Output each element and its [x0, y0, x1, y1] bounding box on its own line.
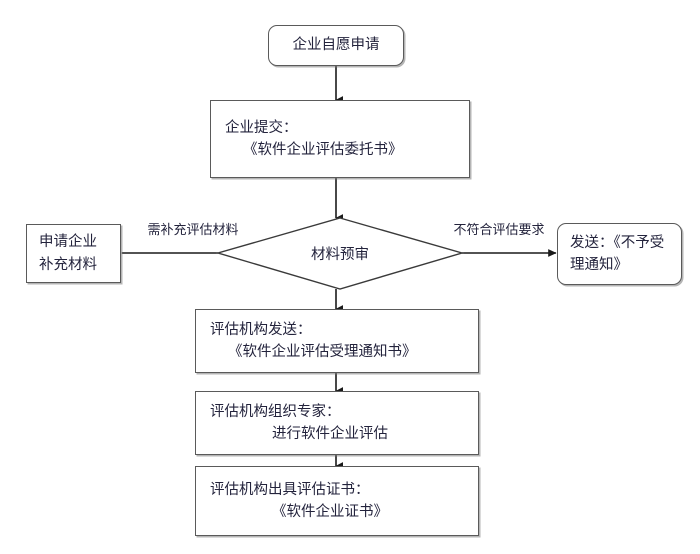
node-expert-review-line-2: 进行软件企业评估 — [272, 426, 388, 442]
node-submit[interactable]: 企业提交： 《软件企业评估委托书》 — [210, 100, 470, 178]
node-review-line-1: 材料预审 — [311, 246, 369, 263]
node-accept-notice-line-1: 评估机构发送： — [210, 321, 312, 338]
edge-label-left-branch-text: 需补充评估材料 — [147, 223, 239, 238]
node-supplement-line-1: 申请企业 — [39, 234, 97, 251]
node-reject-line-1: 发送：《不予受 — [570, 234, 665, 251]
node-accept-notice-line-2: 《软件企业评估受理通知书》 — [228, 344, 417, 360]
edge-label-right-branch-text: 不符合评估要求 — [453, 223, 545, 238]
node-supplement[interactable]: 申请企业 补充材料 — [26, 224, 121, 283]
node-start-line-1: 企业自愿申请 — [292, 37, 380, 54]
node-submit-line-1: 企业提交： — [225, 119, 298, 136]
node-certificate-line-1: 评估机构出具评估证书： — [210, 481, 370, 498]
node-certificate[interactable]: 评估机构出具评估证书： 《软件企业证书》 — [195, 466, 479, 536]
edge-label-right-branch: 不符合评估要求 — [437, 211, 545, 250]
node-certificate-line-2: 《软件企业证书》 — [272, 504, 388, 520]
node-reject[interactable]: 发送：《不予受 理通知》 — [557, 223, 682, 285]
node-review-label[interactable]: 材料预审 — [290, 238, 390, 268]
node-accept-notice[interactable]: 评估机构发送： 《软件企业评估受理通知书》 — [195, 309, 479, 373]
node-start[interactable]: 企业自愿申请 — [268, 25, 404, 66]
node-supplement-line-2: 补充材料 — [39, 256, 97, 273]
node-reject-line-2: 理通知》 — [570, 257, 628, 273]
node-expert-review-line-1: 评估机构组织专家： — [210, 403, 341, 420]
node-expert-review[interactable]: 评估机构组织专家： 进行软件企业评估 — [195, 391, 479, 455]
node-submit-line-2: 《软件企业评估委托书》 — [243, 142, 403, 158]
edge-label-left-branch: 需补充评估材料 — [131, 211, 239, 250]
